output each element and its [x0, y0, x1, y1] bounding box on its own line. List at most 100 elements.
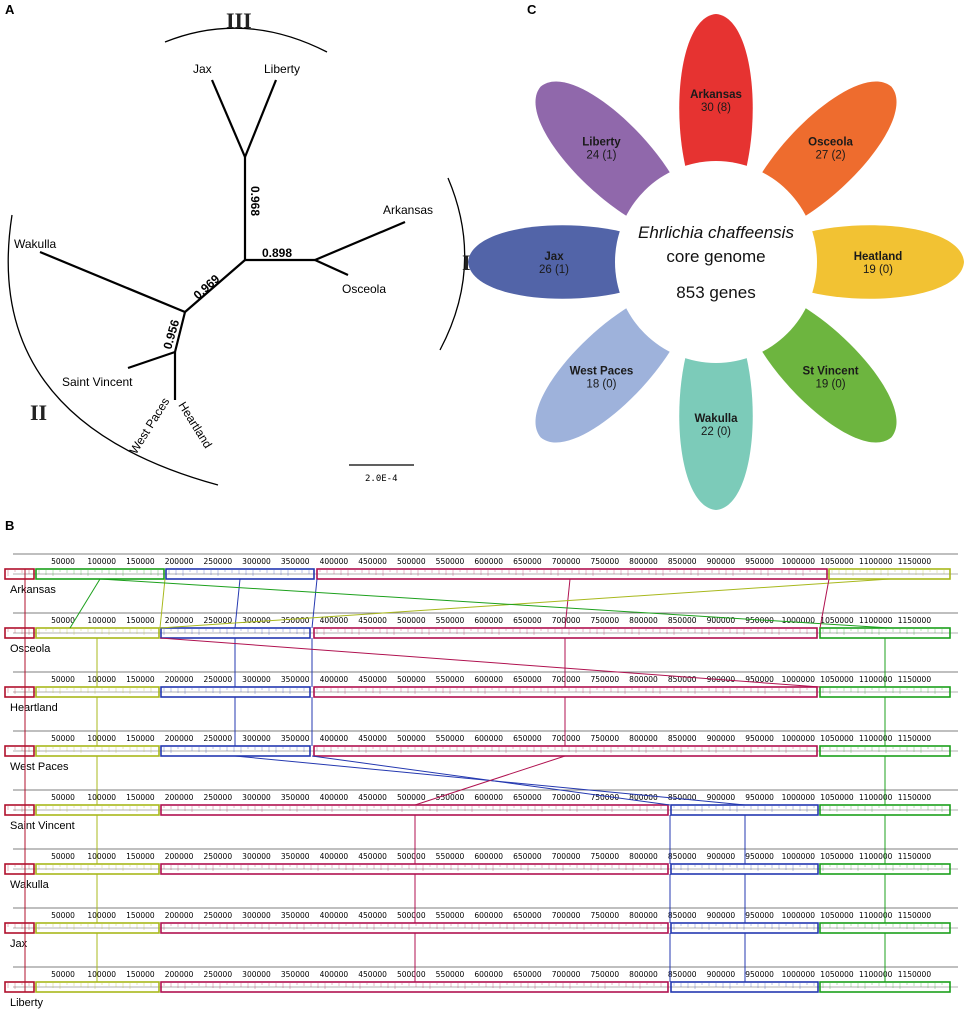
tick-label: 200000 — [165, 675, 194, 684]
tick-label: 200000 — [165, 852, 194, 861]
tick-label: 1100000 — [859, 970, 893, 979]
tick-label: 900000 — [707, 616, 736, 625]
tick-label: 1050000 — [820, 970, 854, 979]
leaf-jax: Jax — [193, 62, 212, 76]
petal-shape — [468, 225, 631, 299]
petal-name: Wakulla — [694, 413, 738, 425]
tick-label: 800000 — [629, 616, 658, 625]
tick-label: 150000 — [126, 557, 155, 566]
tick-label: 250000 — [203, 734, 232, 743]
branch-arkansas — [314, 220, 406, 262]
tick-label: 650000 — [513, 734, 542, 743]
tick-label: 350000 — [281, 616, 310, 625]
clade-ii-label: II — [30, 400, 47, 425]
tick-label: 850000 — [668, 557, 697, 566]
branch-ii-stem — [184, 259, 246, 313]
tick-label: 450000 — [358, 911, 387, 920]
connector-line — [159, 637, 821, 688]
tick-label: 50000 — [51, 557, 75, 566]
tick-label: 250000 — [203, 970, 232, 979]
petal-count: 18 (0) — [586, 379, 616, 391]
tick-label: 1150000 — [898, 616, 932, 625]
tick-label: 200000 — [165, 557, 194, 566]
branch-saint-vincent — [127, 350, 176, 370]
tick-label: 550000 — [436, 616, 465, 625]
tick-label: 1050000 — [820, 734, 854, 743]
tick-label: 100000 — [87, 734, 116, 743]
genome-name: Liberty — [10, 997, 44, 1009]
tick-label: 500000 — [397, 557, 426, 566]
petal-7 — [468, 225, 631, 299]
tick-label: 250000 — [203, 557, 232, 566]
tick-label: 1150000 — [898, 734, 932, 743]
tick-label: 1100000 — [859, 616, 893, 625]
petal-shape — [756, 81, 897, 222]
tick-label: 950000 — [745, 911, 774, 920]
petal-count: 24 (1) — [586, 149, 616, 161]
tick-label: 800000 — [629, 911, 658, 920]
tick-label: 900000 — [707, 911, 736, 920]
tick-label: 300000 — [242, 911, 271, 920]
support-ii: 0.969 — [191, 272, 223, 303]
tick-label: 50000 — [51, 616, 75, 625]
leaf-heartland: Heartland — [175, 399, 214, 451]
tick-label: 550000 — [436, 675, 465, 684]
tick-label: 1000000 — [782, 911, 816, 920]
tick-label: 100000 — [87, 557, 116, 566]
tick-label: 850000 — [668, 970, 697, 979]
panel-a-letter: A — [5, 2, 15, 17]
tick-label: 750000 — [590, 616, 619, 625]
tick-label: 300000 — [242, 675, 271, 684]
tree-branches — [39, 79, 406, 400]
tick-label: 850000 — [668, 675, 697, 684]
tick-label: 1100000 — [859, 734, 893, 743]
tick-label: 700000 — [552, 970, 581, 979]
petal-6 — [535, 302, 676, 443]
panel-c-letter: C — [527, 2, 537, 17]
leaf-liberty: Liberty — [264, 62, 300, 76]
tick-label: 350000 — [281, 911, 310, 920]
tick-label: 900000 — [707, 793, 736, 802]
core-genes: 853 genes — [676, 283, 755, 302]
tick-label: 300000 — [242, 970, 271, 979]
genome-name: Arkansas — [10, 584, 56, 596]
petal-name: Osceola — [808, 136, 853, 148]
tick-label: 650000 — [513, 616, 542, 625]
tick-label: 450000 — [358, 557, 387, 566]
tick-label: 800000 — [629, 734, 658, 743]
tick-label: 1050000 — [820, 911, 854, 920]
leaf-arkansas: Arkansas — [383, 203, 433, 217]
leaf-west-paces: West Paces — [127, 395, 173, 457]
tick-label: 650000 — [513, 557, 542, 566]
tick-label: 500000 — [397, 734, 426, 743]
petal-name: West Paces — [570, 366, 634, 378]
tick-label: 300000 — [242, 793, 271, 802]
petal-count: 26 (1) — [539, 264, 569, 276]
tick-label: 400000 — [320, 793, 349, 802]
tick-label: 700000 — [552, 675, 581, 684]
tick-label: 800000 — [629, 675, 658, 684]
tick-label: 1100000 — [859, 675, 893, 684]
tick-label: 100000 — [87, 675, 116, 684]
tick-label: 100000 — [87, 911, 116, 920]
tick-label: 350000 — [281, 970, 310, 979]
tick-label: 50000 — [51, 911, 75, 920]
tick-label: 800000 — [629, 557, 658, 566]
panel-c: C Ehrlichia chaffeensis core genome 853 … — [468, 2, 964, 510]
petal-count: 30 (8) — [701, 102, 731, 114]
tick-label: 500000 — [397, 911, 426, 920]
tick-label: 150000 — [126, 852, 155, 861]
tick-label: 400000 — [320, 734, 349, 743]
tick-label: 300000 — [242, 734, 271, 743]
scale-label: 2.0E-4 — [365, 474, 398, 484]
lcb-block — [4, 627, 35, 639]
tick-label: 700000 — [552, 793, 581, 802]
connector-line — [99, 578, 891, 629]
tick-label: 600000 — [474, 675, 503, 684]
branch-wakulla — [39, 250, 186, 314]
